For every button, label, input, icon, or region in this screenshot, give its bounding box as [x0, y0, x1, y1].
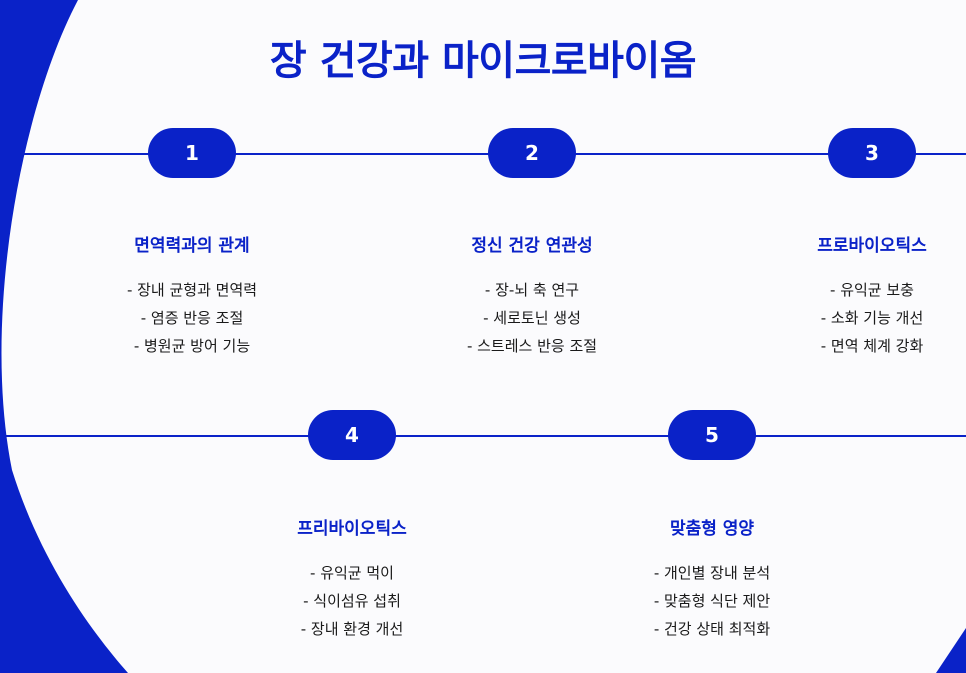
step-2-list: - 장-뇌 축 연구 - 세로토닌 생성 - 스트레스 반응 조절 — [402, 276, 662, 360]
page-title: 장 건강과 마이크로바이옴 — [269, 38, 697, 84]
list-item: - 장내 환경 개선 — [300, 620, 404, 638]
step-5-card: 맞춤형 영양 - 개인별 장내 분석 - 맞춤형 식단 제안 - 건강 상태 최… — [582, 514, 842, 643]
step-5-number-badge: 5 — [668, 410, 756, 460]
timeline-line-bottom — [0, 435, 966, 437]
list-item: - 건강 상태 최적화 — [653, 620, 771, 638]
list-item: - 스트레스 반응 조절 — [466, 337, 598, 355]
list-item: - 세로토닌 생성 — [483, 309, 581, 327]
list-item: - 개인별 장내 분석 — [653, 564, 771, 582]
list-item: - 맞춤형 식단 제안 — [653, 592, 771, 610]
list-item: - 소화 기능 개선 — [820, 309, 924, 327]
step-5-list: - 개인별 장내 분석 - 맞춤형 식단 제안 - 건강 상태 최적화 — [582, 559, 842, 643]
list-item: - 유익균 먹이 — [310, 564, 394, 582]
step-4-card: 프리바이오틱스 - 유익균 먹이 - 식이섬유 섭취 - 장내 환경 개선 — [222, 514, 482, 643]
step-5-heading: 맞춤형 영양 — [669, 519, 755, 539]
step-4-heading: 프리바이오틱스 — [297, 519, 407, 539]
step-3-card: 프로바이오틱스 - 유익균 보충 - 소화 기능 개선 - 면역 체계 강화 — [757, 231, 966, 360]
step-3-list: - 유익균 보충 - 소화 기능 개선 - 면역 체계 강화 — [757, 276, 966, 360]
step-1-list: - 장내 균형과 면역력 - 염증 반응 조절 - 병원균 방어 기능 — [62, 276, 322, 360]
step-3-number-badge: 3 — [828, 128, 916, 178]
list-item: - 염증 반응 조절 — [140, 309, 244, 327]
list-item: - 병원균 방어 기능 — [133, 337, 251, 355]
list-item: - 유익균 보충 — [830, 281, 914, 299]
list-item: - 면역 체계 강화 — [820, 337, 924, 355]
left-blue-arc-shape — [0, 0, 128, 673]
step-2-heading: 정신 건강 연관성 — [471, 236, 593, 256]
list-item: - 장-뇌 축 연구 — [484, 281, 580, 299]
list-item: - 식이섬유 섭취 — [303, 592, 401, 610]
timeline-line-top — [0, 153, 966, 155]
step-1-card: 면역력과의 관계 - 장내 균형과 면역력 - 염증 반응 조절 - 병원균 방… — [62, 231, 322, 360]
list-item: - 장내 균형과 면역력 — [126, 281, 258, 299]
step-4-number-badge: 4 — [308, 410, 396, 460]
step-2-card: 정신 건강 연관성 - 장-뇌 축 연구 - 세로토닌 생성 - 스트레스 반응… — [402, 231, 662, 360]
step-3-heading: 프로바이오틱스 — [817, 236, 927, 256]
step-2-number-badge: 2 — [488, 128, 576, 178]
bottom-right-corner-shape — [936, 628, 966, 673]
step-4-list: - 유익균 먹이 - 식이섬유 섭취 - 장내 환경 개선 — [222, 559, 482, 643]
step-1-heading: 면역력과의 관계 — [134, 236, 250, 256]
step-1-number-badge: 1 — [148, 128, 236, 178]
